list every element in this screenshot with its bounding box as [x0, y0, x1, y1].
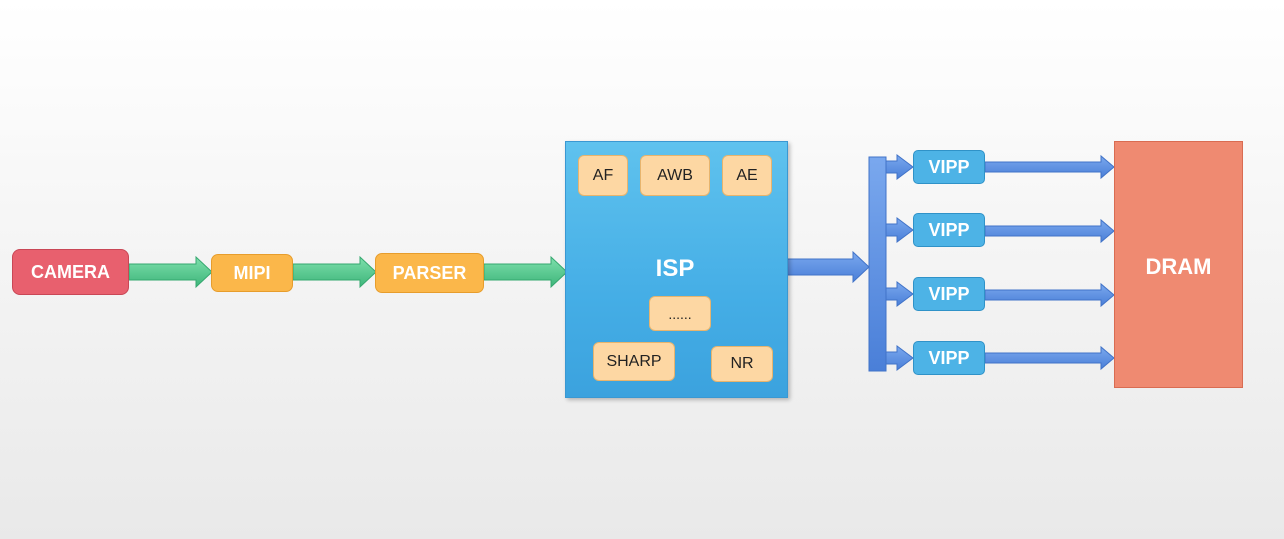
output-bus: [868, 156, 887, 372]
arrow-bus-to-vipp-4: [885, 345, 914, 371]
arrow-vipp-3-to-dram: [984, 282, 1115, 308]
camera-block: CAMERA: [12, 249, 129, 295]
arrow-bus-to-vipp-2: [885, 217, 914, 243]
mipi-label: MIPI: [233, 262, 271, 283]
arrow-bus-to-vipp-1: [885, 154, 914, 180]
vipp-block-2: VIPP: [913, 213, 985, 247]
dram-block: DRAM: [1114, 141, 1243, 388]
dram-label: DRAM: [1145, 254, 1212, 279]
arrow-vipp-2-to-dram: [984, 218, 1115, 244]
isp-module-sharp: SHARP: [593, 342, 675, 381]
parser-label: PARSER: [392, 262, 467, 283]
mipi-block: MIPI: [211, 254, 293, 292]
arrow-vipp-1-to-dram: [984, 154, 1115, 180]
arrow-mipi-to-parser: [292, 255, 377, 289]
arrow-camera-to-mipi: [128, 255, 213, 289]
vipp-block-3: VIPP: [913, 277, 985, 311]
vipp-block-1: VIPP: [913, 150, 985, 184]
parser-block: PARSER: [375, 253, 484, 293]
isp-label: ISP: [655, 255, 695, 282]
vipp-block-4: VIPP: [913, 341, 985, 375]
arrow-parser-to-isp: [483, 255, 568, 289]
isp-module-awb: AWB: [640, 155, 710, 196]
isp-module-ae: AE: [722, 155, 772, 196]
camera-label: CAMERA: [31, 261, 110, 282]
arrow-bus-to-vipp-3: [885, 281, 914, 307]
isp-module-nr: NR: [711, 346, 773, 382]
arrow-isp-to-bus: [785, 250, 870, 284]
arrow-vipp-4-to-dram: [984, 345, 1115, 371]
isp-module-more: ......: [649, 296, 711, 331]
isp-module-af: AF: [578, 155, 628, 196]
